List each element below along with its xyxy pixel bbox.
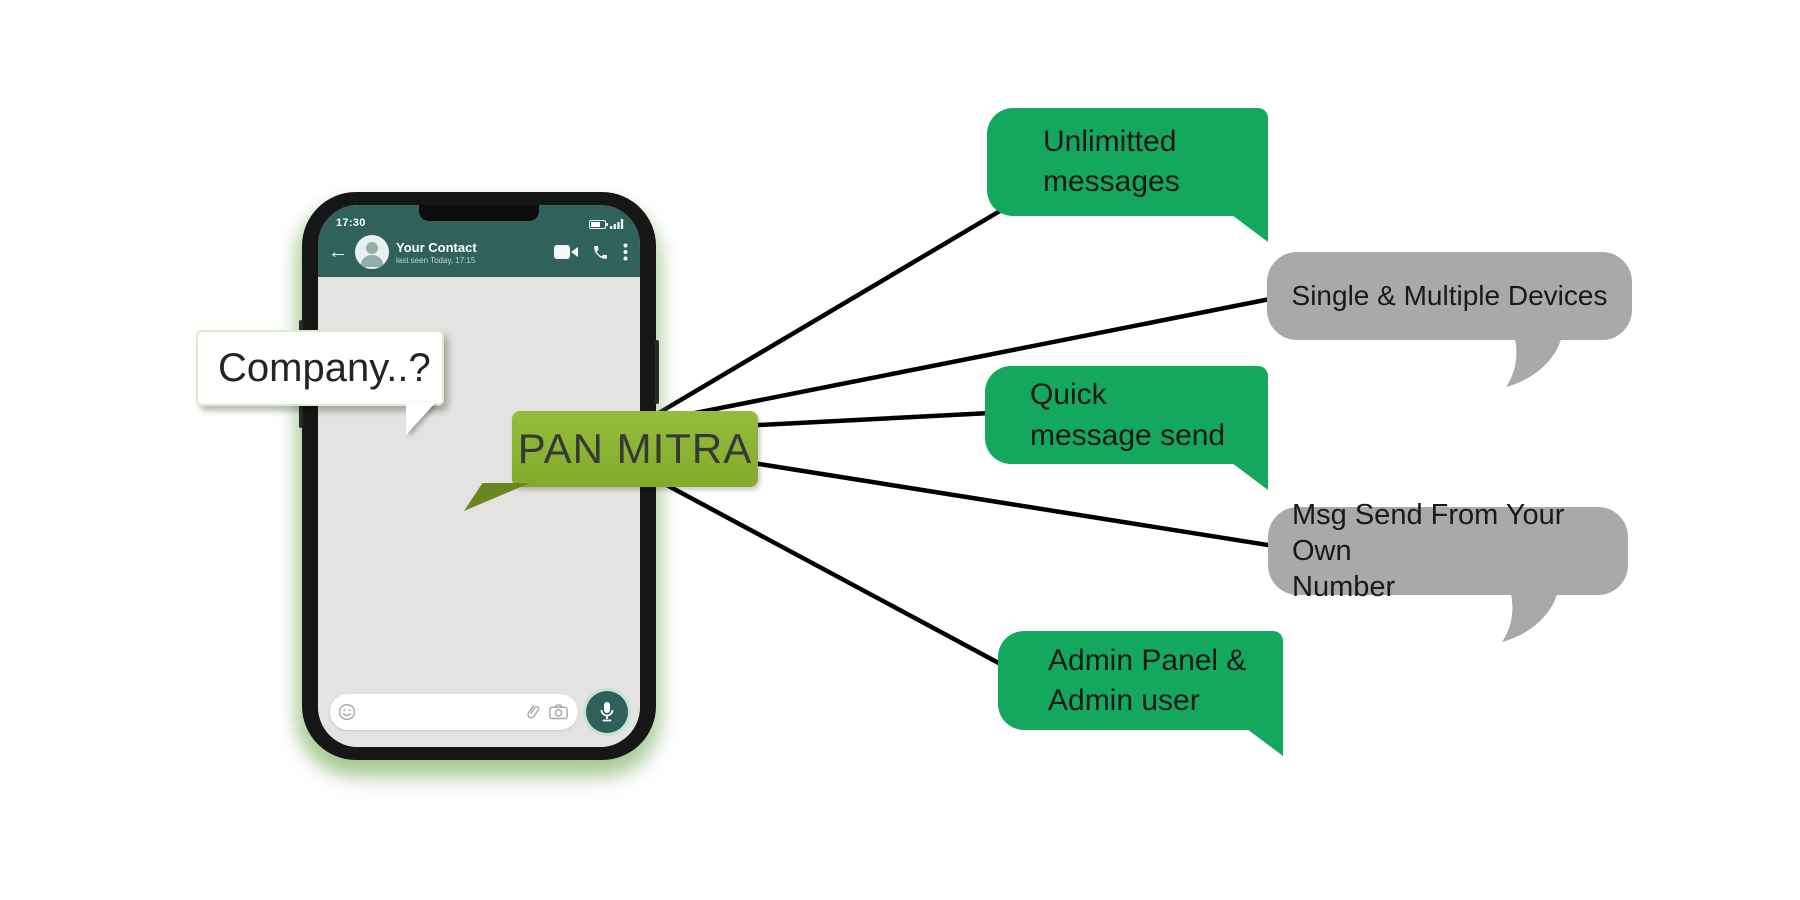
signal-icon [610, 219, 624, 229]
feature-bubble-unlimited-messages: Unlimitted messages [987, 108, 1268, 242]
chat-header: ← Your Contact last seen Today, 17:15 [318, 231, 640, 277]
question-bubble-tail [406, 402, 436, 435]
status-icons [589, 219, 624, 229]
mic-icon [600, 702, 614, 722]
feature-text-line: Admin Panel & [1048, 643, 1247, 677]
question-bubble: Company..? [196, 330, 444, 435]
contact-name: Your Contact [396, 239, 477, 255]
avatar[interactable] [355, 235, 389, 269]
feature-text-line: Unlimitted [1043, 125, 1177, 158]
feature-text-line: message send [1030, 419, 1226, 452]
question-text: Company..? [218, 345, 431, 390]
connector-line [657, 295, 1278, 423]
bubble-tail [1502, 590, 1558, 642]
connector-line [654, 205, 1008, 417]
menu-kebab-icon[interactable] [623, 243, 628, 261]
contact-last-seen: last seen Today, 17:15 [396, 255, 476, 265]
connector-line [617, 457, 1011, 671]
feature-text-line: messages [1043, 165, 1180, 198]
feature-text-line: Quick [1030, 378, 1107, 411]
status-time: 17:30 [336, 217, 366, 229]
contact-info[interactable]: Your Contact last seen Today, 17:15 [396, 240, 477, 265]
video-call-icon[interactable] [554, 244, 578, 260]
phone-notch [419, 205, 539, 221]
battery-icon [589, 219, 608, 229]
feature-text-line: Admin user [1048, 683, 1200, 717]
voice-call-icon[interactable] [592, 244, 609, 261]
feature-bubble-msg-own-number: Msg Send From Your Own Number [1268, 499, 1628, 642]
feature-text-line: Number [1292, 571, 1396, 603]
message-input-row [330, 691, 628, 733]
power-button [655, 340, 659, 404]
feature-bubble-admin-panel: Admin Panel & Admin user [998, 631, 1283, 756]
brand-label: PAN MITRA [464, 411, 758, 511]
feature-text-line: Single & Multiple Devices [1291, 280, 1608, 311]
emoji-icon[interactable] [338, 703, 356, 721]
feature-text-line: Msg Send From Your Own [1292, 499, 1565, 567]
bubble-tail [1506, 335, 1562, 387]
brand-text: PAN MITRA [517, 425, 753, 472]
person-icon [360, 242, 384, 267]
feature-bubble-single-multiple-devices: Single & Multiple Devices [1267, 252, 1632, 387]
attachment-icon[interactable] [521, 700, 544, 724]
camera-icon[interactable] [549, 704, 568, 720]
back-icon[interactable]: ← [328, 241, 348, 263]
mic-button[interactable] [586, 691, 628, 733]
feature-bubble-quick-message-send: Quick message send [985, 366, 1268, 490]
message-input[interactable] [330, 694, 578, 730]
header-action-icons [554, 243, 628, 261]
